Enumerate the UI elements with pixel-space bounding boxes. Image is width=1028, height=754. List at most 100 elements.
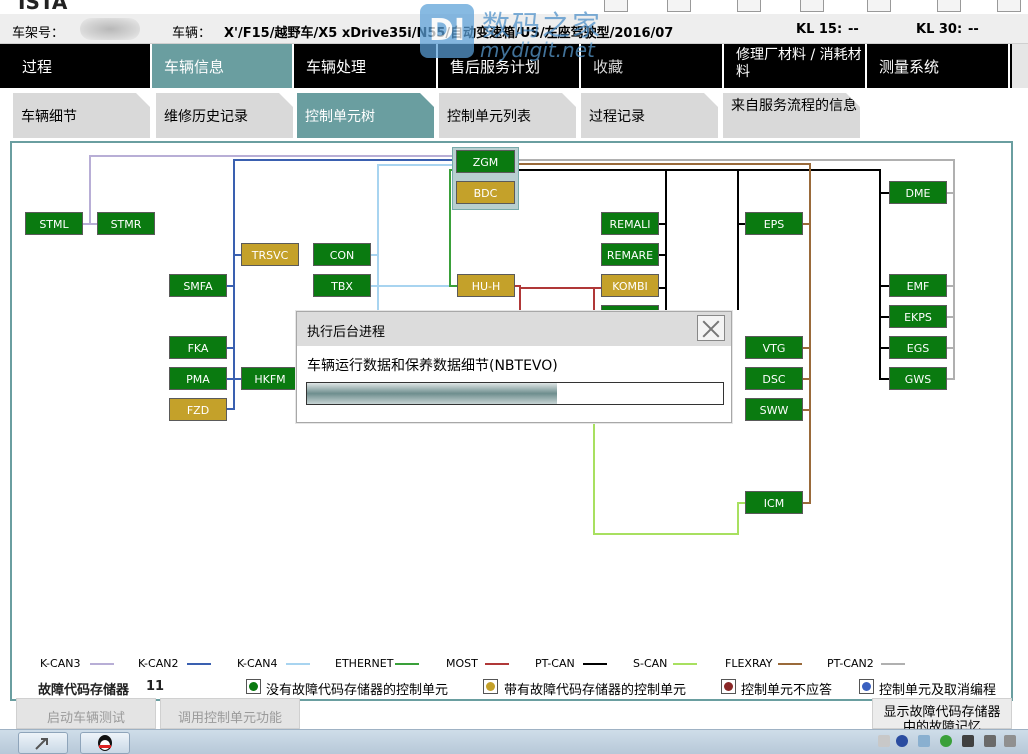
kl15-label: KL 15:	[796, 22, 843, 37]
tray-icon[interactable]	[940, 735, 952, 747]
dialog-title: 执行后台进程	[297, 312, 731, 346]
call-control-unit-function-button[interactable]: 调用控制单元功能	[160, 698, 300, 729]
tab-favorites[interactable]: 收藏	[581, 44, 724, 88]
ecu-stmr[interactable]: STMR	[97, 212, 155, 235]
tab-process[interactable]: 过程	[10, 44, 152, 88]
kl15-value: --	[848, 22, 859, 37]
tab-vehicle-processing[interactable]: 车辆处理	[294, 44, 438, 88]
subtab-repair-history[interactable]: 维修历史记录	[156, 93, 293, 138]
fault-memory-count: 11	[146, 679, 165, 694]
most-line	[520, 287, 595, 312]
show-fault-memory-button[interactable]: 显示故障代码存储器 中的故障记忆	[872, 698, 1012, 735]
close-icon[interactable]	[697, 315, 725, 341]
title-strip: ISTA	[0, 0, 1028, 14]
taskbar-qq-icon[interactable]	[80, 732, 130, 754]
toolbar-icon[interactable]	[997, 0, 1021, 12]
vehicle-label: 车辆：	[172, 26, 212, 41]
tray-icon[interactable]	[1004, 735, 1016, 747]
windows-taskbar	[0, 729, 1028, 754]
subtab-vehicle-details[interactable]: 车辆细节	[13, 93, 150, 138]
fault-memory-label: 故障代码存储器	[38, 683, 130, 698]
taskbar-tool-icon[interactable]	[18, 732, 68, 754]
legend-most: MOST	[446, 657, 478, 670]
frame-number-label: 车架号：	[12, 26, 65, 41]
redacted-vin	[80, 18, 140, 40]
with-fault-marker-icon	[483, 679, 498, 694]
legend-swatch	[673, 663, 697, 665]
legend-flexray: FLEXRAY	[725, 657, 773, 670]
no-fault-legend: 没有故障代码存储器的控制单元	[266, 683, 449, 698]
tray-icon[interactable]	[984, 735, 996, 747]
toolbar-icon[interactable]	[867, 0, 891, 12]
help-icon[interactable]	[896, 735, 908, 747]
tray-icon[interactable]	[918, 735, 930, 747]
start-vehicle-test-button[interactable]: 启动车辆测试	[16, 698, 156, 729]
legend-pt-can: PT-CAN	[535, 657, 575, 670]
show-fault-memory-label-line1: 显示故障代码存储器	[883, 705, 1001, 720]
sub-navigation: 车辆细节 维修历史记录 控制单元树 控制单元列表 过程记录 来自服务流程的信息	[0, 88, 1028, 140]
ecu-tbx[interactable]: TBX	[313, 274, 371, 297]
subtab-control-unit-list[interactable]: 控制单元列表	[439, 93, 576, 138]
legend-swatch	[90, 663, 114, 665]
no-fault-marker-icon	[246, 679, 261, 694]
ecu-emf[interactable]: EMF	[889, 274, 947, 297]
legend-k-can4: K-CAN4	[237, 657, 278, 670]
legend-k-can3: K-CAN3	[40, 657, 81, 670]
ecu-dsc[interactable]: DSC	[745, 367, 803, 390]
pt-can-line	[518, 169, 890, 380]
legend-swatch	[187, 663, 211, 665]
subtab-control-unit-tree[interactable]: 控制单元树	[297, 93, 434, 138]
dialog-message: 车辆运行数据和保养数据细节(NBTEVO)	[307, 358, 558, 374]
tab-measurement-system[interactable]: 测量系统	[867, 44, 1010, 88]
toolbar-icon[interactable]	[667, 0, 691, 12]
ecu-zgm[interactable]: ZGM	[456, 150, 515, 173]
legend-swatch	[881, 663, 905, 665]
watermark: DI 数码之家 mydigit.net	[420, 4, 610, 74]
ecu-trsvc[interactable]: TRSVC	[241, 243, 299, 266]
tray-icon[interactable]	[878, 735, 890, 747]
tab-workshop-materials[interactable]: 修理厂材料 / 消耗材料	[724, 44, 867, 88]
ecu-remare[interactable]: REMARE	[601, 243, 659, 266]
legend-swatch	[778, 663, 802, 665]
ecu-eps[interactable]: EPS	[745, 212, 803, 235]
ecu-egs[interactable]: EGS	[889, 336, 947, 359]
ecu-remali[interactable]: REMALI	[601, 212, 659, 235]
k-can2-line	[226, 255, 235, 410]
toolbar-icon[interactable]	[604, 0, 628, 12]
ecu-icm[interactable]: ICM	[745, 491, 803, 514]
cancelled-marker-icon	[859, 679, 874, 694]
ecu-fzd[interactable]: FZD	[169, 398, 227, 421]
subtab-process-log[interactable]: 过程记录	[581, 93, 718, 138]
ecu-stml[interactable]: STML	[25, 212, 83, 235]
ecu-sww[interactable]: SWW	[745, 398, 803, 421]
toolbar-icon[interactable]	[737, 0, 761, 12]
subtab-service-info[interactable]: 来自服务流程的信息	[723, 93, 860, 138]
ecu-hkfm[interactable]: HKFM	[241, 367, 299, 390]
ecu-hu-h[interactable]: HU-H	[457, 274, 515, 297]
cancelled-legend: 控制单元及取消编程	[879, 683, 997, 698]
watermark-url: mydigit.net	[480, 38, 595, 62]
k-can4-line	[377, 164, 452, 312]
ecu-smfa[interactable]: SMFA	[169, 274, 227, 297]
ecu-con[interactable]: CON	[313, 243, 371, 266]
no-response-legend: 控制单元不应答	[741, 683, 833, 698]
legend-swatch	[583, 663, 607, 665]
toolbar-icon[interactable]	[800, 0, 824, 12]
progress-fill	[307, 383, 557, 404]
ecu-ekps[interactable]: EKPS	[889, 305, 947, 328]
tab-vehicle-info[interactable]: 车辆信息	[152, 44, 294, 88]
ecu-bdc[interactable]: BDC	[456, 181, 515, 204]
kl30-label: KL 30:	[916, 22, 963, 37]
progress-bar	[306, 382, 724, 405]
ecu-dme[interactable]: DME	[889, 181, 947, 204]
flexray-line	[518, 163, 811, 504]
ecu-pma[interactable]: PMA	[169, 367, 227, 390]
toolbar-icon[interactable]	[937, 0, 961, 12]
ecu-fka[interactable]: FKA	[169, 336, 227, 359]
ecu-vtg[interactable]: VTG	[745, 336, 803, 359]
ecu-kombi[interactable]: KOMBI	[601, 274, 659, 297]
main-navigation: 过程 车辆信息 车辆处理 售后服务计划 收藏 修理厂材料 / 消耗材料 测量系统	[0, 44, 1028, 88]
tray-icon[interactable]	[962, 735, 974, 747]
ecu-gws[interactable]: GWS	[889, 367, 947, 390]
